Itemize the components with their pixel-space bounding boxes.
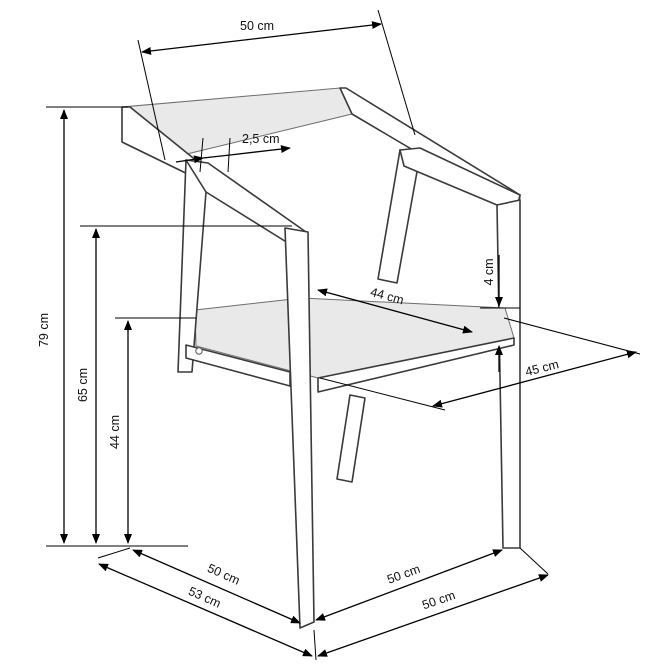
armrest-height-label: 65 cm — [76, 368, 90, 402]
top-width-dimension-line — [141, 21, 382, 55]
seat-width-dimension-line — [317, 288, 473, 334]
bottom-left-outer-label: 53 cm — [186, 584, 223, 611]
seat-thickness-label: 4 cm — [482, 258, 496, 285]
right-front-leg — [496, 199, 521, 549]
bottom-left-inner-dimension-line — [132, 549, 301, 624]
total-height-label: 79 cm — [37, 313, 51, 347]
bottom-right-inner-label: 50 cm — [385, 562, 422, 587]
seat-depth-dimension-line — [432, 350, 637, 408]
seat-height-label: 44 cm — [108, 415, 122, 449]
bottom-right-outer-dimension-line — [317, 574, 549, 657]
top-width-label: 50 cm — [240, 19, 274, 33]
chair-drawing — [121, 87, 521, 629]
bottom-right-inner-dimension-line — [315, 549, 503, 621]
dimension-annotations: 50 cm 2,5 cm 79 cm 65 cm 44 cm 44 cm 4 c… — [37, 9, 641, 661]
rear-left-leg — [336, 394, 366, 483]
left-back-leg — [177, 159, 207, 373]
frame-thickness-label: 2,5 cm — [242, 132, 280, 146]
bottom-left-outer-dimension-line — [98, 563, 313, 657]
seat-depth-label: 45 cm — [524, 357, 560, 379]
side-stretcher — [185, 344, 291, 387]
bolt-icon — [195, 347, 203, 355]
left-front-leg — [284, 227, 315, 629]
